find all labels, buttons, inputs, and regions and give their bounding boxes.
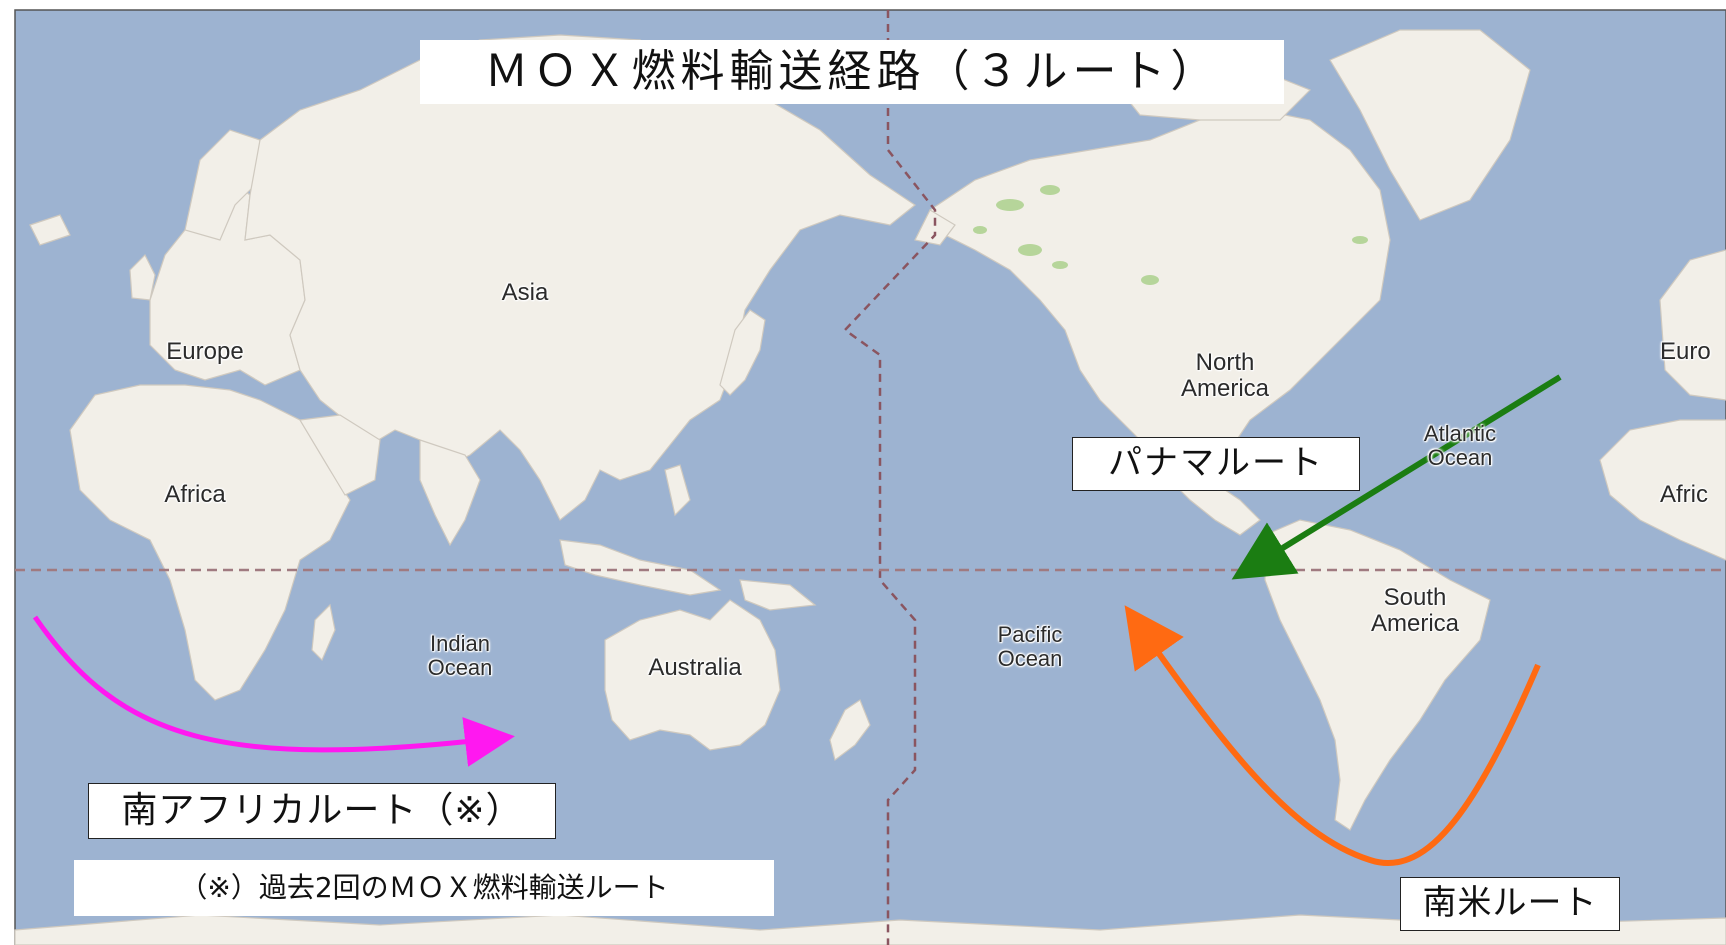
forest-patch xyxy=(1141,275,1159,285)
forest-patch xyxy=(1040,185,1060,195)
label-indian-ocean: Indian Ocean xyxy=(427,631,493,680)
date-line xyxy=(843,10,937,945)
land-south-america xyxy=(1264,519,1491,831)
label-south-america: South America xyxy=(1370,584,1460,637)
forest-patches xyxy=(973,185,1368,285)
label-africa-right: Afric xyxy=(1660,481,1708,508)
label-africa: Africa xyxy=(164,481,226,508)
label-atlantic-ocean: Atlantic Ocean xyxy=(1423,421,1497,470)
footnote: （※）過去2回のＭＯＸ燃料輸送ルート xyxy=(74,860,774,916)
route-label-panama: パナマルート xyxy=(1072,437,1360,491)
land-europe-right xyxy=(1659,249,1726,401)
route-label-south-africa: 南アフリカルート（※） xyxy=(88,783,556,839)
route-panama-arrow xyxy=(1231,374,1562,580)
label-europe: Europe xyxy=(166,338,244,365)
land-australia xyxy=(604,599,781,751)
land-philippines xyxy=(664,464,691,517)
land-india xyxy=(419,439,481,547)
land-antarctica xyxy=(14,914,1726,945)
forest-patch xyxy=(1052,261,1068,269)
map-frame xyxy=(14,9,1726,945)
land-alaska xyxy=(914,209,956,246)
land-madagascar xyxy=(311,603,336,662)
route-label-south-america: 南米ルート xyxy=(1400,877,1620,931)
forest-patch xyxy=(973,226,987,234)
label-north-america: North America xyxy=(1180,349,1270,402)
land-japan xyxy=(719,309,766,396)
land-uk xyxy=(129,253,156,301)
map-title: ＭＯＸ燃料輸送経路（３ルート） xyxy=(420,40,1284,104)
land-africa-right xyxy=(1599,419,1726,561)
land-new-zealand xyxy=(829,699,871,762)
forest-patch xyxy=(1352,236,1368,244)
landmasses xyxy=(14,29,1726,945)
label-asia: Asia xyxy=(501,279,549,306)
route-south-america-arrow xyxy=(1124,605,1541,867)
forest-patch xyxy=(1018,244,1042,256)
land-iceland xyxy=(29,214,71,246)
label-europe-right: Euro xyxy=(1660,338,1711,365)
land-africa xyxy=(69,384,351,701)
land-greenland xyxy=(1329,29,1531,221)
label-australia: Australia xyxy=(648,654,742,681)
land-new-guinea xyxy=(739,579,817,611)
label-pacific-ocean: Pacific Ocean xyxy=(997,622,1063,671)
route-south-africa-arrow xyxy=(32,615,515,767)
forest-patch xyxy=(996,199,1024,211)
land-arabia xyxy=(299,414,381,496)
